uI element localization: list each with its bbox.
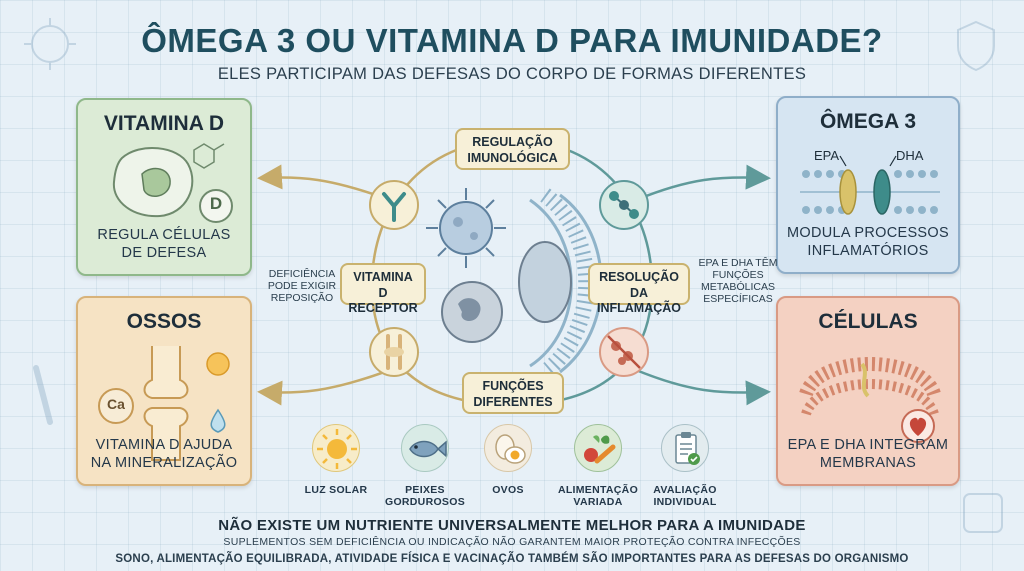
footer-lifestyle: SONO, ALIMENTAÇÃO EQUILIBRADA, ATIVIDADE… <box>115 553 909 565</box>
card-celulas: CÉLULAS EPA E DHA INTEGRAM MEMBRANAS <box>776 296 960 486</box>
card-vitamina-d-desc: REGULA CÉLULAS DE DEFESA <box>97 226 231 261</box>
vegetables-icon <box>574 424 622 472</box>
egg-icon <box>484 424 532 472</box>
resolucao-inflamacao-label: RESOLUÇÃO DA INFLAMAÇÃO <box>588 263 690 315</box>
food-label: LUZ SOLAR <box>304 484 368 496</box>
card-vitamina-d-title: VITAMINA D <box>103 112 225 135</box>
vitamin-d-badge: D <box>209 194 223 213</box>
card-ossos: OSSOS Ca VITAMINA D AJUDA NA MINERALIZAÇ… <box>76 296 252 486</box>
card-celulas-desc: EPA E DHA INTEGRAM MEMBRANAS <box>787 436 949 471</box>
virus-decor-icon <box>24 18 76 70</box>
membrane-cell-icon <box>799 357 941 443</box>
card-ossos-title: OSSOS <box>126 310 202 333</box>
arrow-to-celulas <box>635 368 771 406</box>
immune-cell-icon <box>441 281 503 343</box>
arrow-to-omega <box>635 164 771 202</box>
regulacao-imunologica-label: REGULAÇÃO IMUNOLÓGICA <box>455 128 570 170</box>
bone-decor-icon <box>33 365 53 425</box>
inflammation-blocked-icon <box>599 327 649 377</box>
food-label: AVALIAÇÃO INDIVIDUAL <box>653 484 717 509</box>
shield-decor-icon <box>957 20 995 72</box>
food-item-luz-solar: LUZ SOLAR <box>294 424 378 496</box>
card-omega-3-title: ÔMEGA 3 <box>819 110 917 133</box>
molecule-icon <box>599 180 649 230</box>
dha-label: DHA <box>896 148 924 163</box>
sun-icon <box>312 424 360 472</box>
clipboard-icon <box>661 424 709 472</box>
virus-icon <box>426 188 506 268</box>
calcium-badge: Ca <box>107 396 125 412</box>
food-label: PEIXES GORDUROSOS <box>384 484 465 509</box>
joint-icon <box>369 327 419 377</box>
arrow-to-ossos <box>257 368 391 406</box>
page-title: ÔMEGA 3 OU VITAMINA D PARA IMUNIDADE? <box>141 22 883 59</box>
food-label: ALIMENTAÇÃO VARIADA <box>557 484 639 509</box>
lipid-bilayer-icon <box>800 155 940 215</box>
food-item-ovos: OVOS <box>466 424 550 496</box>
page-subtitle: ELES PARTICIPAM DAS DEFESAS DO CORPO DE … <box>217 65 807 83</box>
knee-bone-icon <box>98 346 230 461</box>
fish-icon <box>401 424 449 472</box>
heart-monitor-decor-icon <box>963 493 1003 533</box>
deficiencia-note: DEFICIÊNCIA PODE EXIGIR REPOSIÇÃO <box>267 268 337 305</box>
footer-note: SUPLEMENTOS SEM DEFICIÊNCIA OU INDICAÇÃO… <box>223 536 801 548</box>
arrow-to-vitamina-d <box>257 164 391 202</box>
card-celulas-title: CÉLULAS <box>818 310 918 333</box>
epa-label: EPA <box>814 148 840 163</box>
food-label: OVOS <box>492 484 524 496</box>
footer-headline: NÃO EXISTE UM NUTRIENTE UNIVERSALMENTE M… <box>218 517 806 534</box>
card-ossos-desc: VITAMINA D AJUDA NA MINERALIZAÇÃO <box>90 436 238 471</box>
epa-dha-note: EPA E DHA TÊM FUNÇÕES METABÓLICAS ESPECÍ… <box>698 257 778 306</box>
food-item-peixes: PEIXES GORDUROSOS <box>383 424 467 508</box>
card-omega-3-desc: MODULA PROCESSOS INFLAMATÓRIOS <box>787 224 949 259</box>
card-vitamina-d: VITAMINA D D REGULA CÉLULAS DE DEFESA <box>76 98 252 276</box>
macrophage-icon <box>112 143 233 223</box>
funcoes-diferentes-label: FUNÇÕES DIFERENTES <box>462 372 564 414</box>
food-item-alimentacao: ALIMENTAÇÃO VARIADA <box>556 424 640 508</box>
receptor-icon <box>369 180 419 230</box>
vitamina-d-receptor-label: VITAMINA D RECEPTOR <box>340 263 426 315</box>
card-omega-3: ÔMEGA 3 EPA DHA MODULA PROCESSOS INFLAMA… <box>776 96 960 274</box>
food-item-avaliacao: AVALIAÇÃO INDIVIDUAL <box>643 424 727 508</box>
